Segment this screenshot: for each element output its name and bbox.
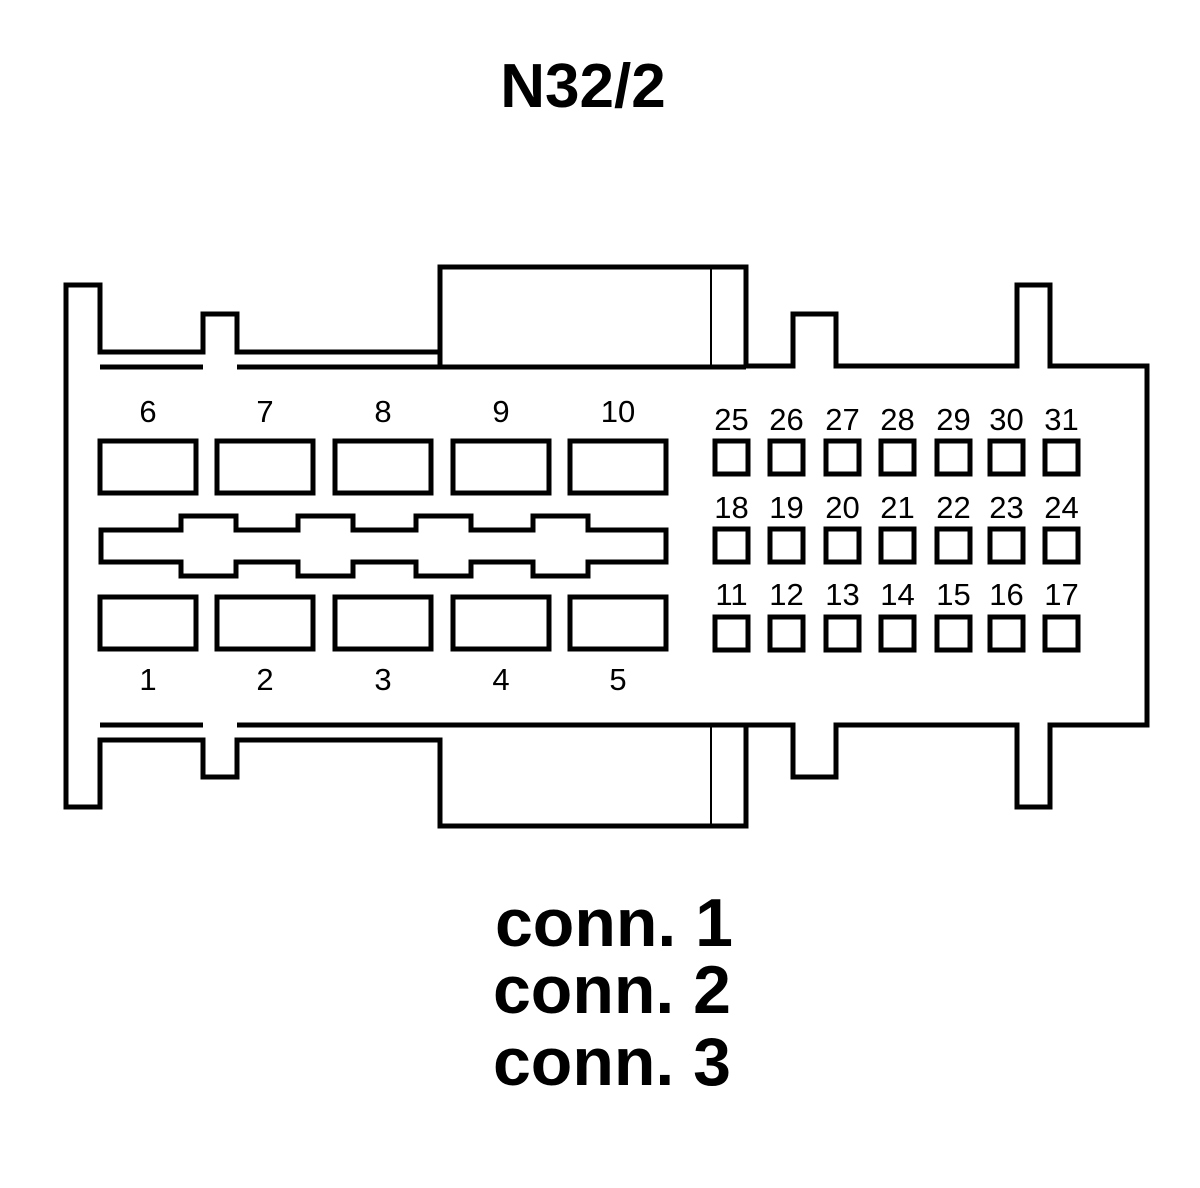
pin-number-label: 25: [714, 402, 748, 437]
small-pin-cavity: [1042, 526, 1081, 565]
small-pin-cavity: [1042, 438, 1081, 477]
pin-number-label: 8: [374, 394, 391, 429]
pin-number-label: 16: [989, 577, 1023, 612]
large-pin-cavity: [97, 594, 199, 652]
pin-number-label: 2: [256, 662, 273, 697]
pin-number-label: 3: [374, 662, 391, 697]
large-pin-cavity: [450, 438, 552, 496]
diagram-title: N32/2: [500, 52, 665, 121]
large-pin-cavity: [450, 594, 552, 652]
pin-number-label: 22: [936, 490, 970, 525]
large-pin-cavity: [332, 438, 434, 496]
pin-number-label: 27: [825, 402, 859, 437]
small-pin-group: 25 26 27 28 29 30 31 18 19 20 21 22 23 24 11 12 13 14 15 16…: [712, 402, 1081, 653]
small-pin-cavity: [1042, 614, 1081, 653]
small-pin-cavity: [987, 526, 1026, 565]
pin-number-label: 11: [715, 577, 747, 612]
small-pin-cavity: [987, 438, 1026, 477]
pin-number-label: 7: [256, 394, 273, 429]
pin-number-label: 30: [989, 402, 1023, 437]
pin-number-label: 31: [1044, 402, 1078, 437]
small-pin-cavity: [878, 614, 917, 653]
connector-housing: [63, 264, 1150, 829]
connector-label-1: conn. 1: [495, 885, 733, 961]
small-pin-cavity: [878, 526, 917, 565]
small-pin-cavity: [934, 614, 973, 653]
small-pin-cavity: [934, 526, 973, 565]
small-pin-cavity: [823, 614, 862, 653]
connector-label-2: conn. 2: [493, 952, 731, 1028]
pin-number-label: 14: [880, 577, 914, 612]
small-pin-cavity: [767, 438, 806, 477]
pin-number-label: 12: [769, 577, 803, 612]
pin-number-label: 1: [139, 662, 156, 697]
pin-number-label: 21: [880, 490, 914, 525]
pin-number-label: 28: [880, 402, 914, 437]
small-pin-cavity: [712, 438, 751, 477]
pin-number-label: 9: [492, 394, 509, 429]
small-pin-cavity: [712, 614, 751, 653]
pin-number-label: 29: [936, 402, 970, 437]
pin-number-label: 20: [825, 490, 859, 525]
large-pin-cavity: [214, 594, 316, 652]
pin-number-label: 13: [825, 577, 859, 612]
small-pin-cavity: [878, 438, 917, 477]
pin-number-label: 10: [601, 394, 635, 429]
pin-number-label: 5: [609, 662, 626, 697]
small-pin-cavity: [987, 614, 1026, 653]
small-pin-cavity: [712, 526, 751, 565]
small-pin-cavity: [823, 438, 862, 477]
connector-label-3: conn. 3: [493, 1024, 731, 1100]
small-pin-cavity: [934, 438, 973, 477]
pin-number-label: 6: [139, 394, 156, 429]
pin-number-label: 19: [769, 490, 803, 525]
large-pin-cavity: [567, 594, 669, 652]
keying-bar: [98, 513, 669, 579]
small-pin-cavity: [767, 614, 806, 653]
large-pin-cavity: [567, 438, 669, 496]
pin-number-label: 17: [1044, 577, 1078, 612]
pin-number-label: 4: [492, 662, 509, 697]
small-pin-cavity: [823, 526, 862, 565]
large-pin-cavity: [97, 438, 199, 496]
pin-number-label: 23: [989, 490, 1023, 525]
pin-number-label: 26: [769, 402, 803, 437]
small-pin-cavity: [767, 526, 806, 565]
pin-number-label: 15: [936, 577, 970, 612]
large-pin-cavity: [332, 594, 434, 652]
large-pin-group: 6 7 8 9 10 1 2 3 4 5: [97, 394, 669, 697]
pin-number-label: 24: [1044, 490, 1078, 525]
housing-outline: [63, 264, 1150, 829]
pin-number-label: 18: [714, 490, 748, 525]
large-pin-cavity: [214, 438, 316, 496]
